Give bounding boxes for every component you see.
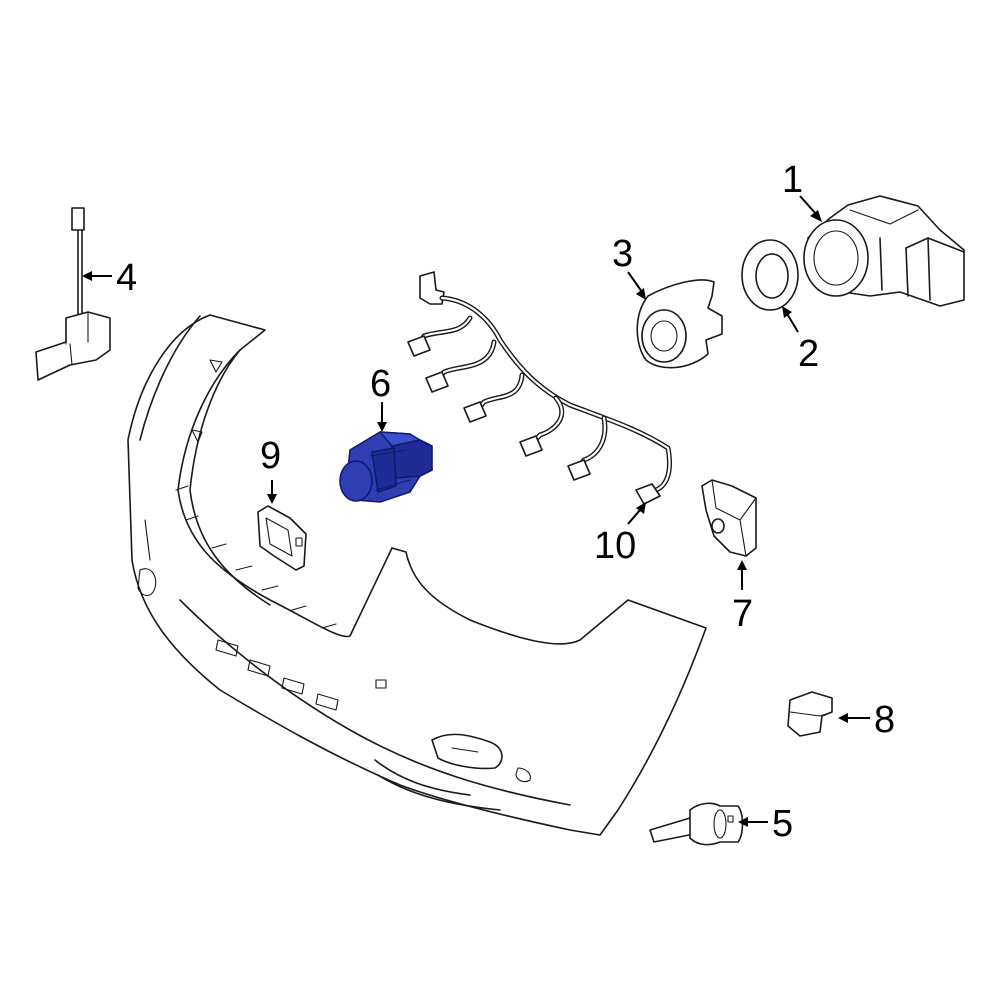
part-9-control-module[interactable] bbox=[257, 505, 307, 571]
callout-labels: 1 2 3 4 5 6 7 8 9 10 bbox=[116, 159, 895, 845]
part-6-parking-sensor-highlighted[interactable] bbox=[339, 431, 433, 503]
callout-arrows bbox=[82, 195, 870, 827]
part-1-parking-sensor[interactable] bbox=[803, 195, 965, 307]
callout-9: 9 bbox=[260, 435, 281, 477]
callout-4: 4 bbox=[116, 257, 137, 299]
callout-8: 8 bbox=[874, 699, 895, 741]
callout-10: 10 bbox=[594, 525, 636, 567]
part-5-sensor-probe[interactable] bbox=[649, 802, 744, 846]
part-7-sensor-mount[interactable] bbox=[701, 479, 757, 557]
callout-7: 7 bbox=[732, 593, 753, 635]
callout-1: 1 bbox=[782, 159, 803, 201]
callout-3: 3 bbox=[612, 233, 633, 275]
callout-2: 2 bbox=[798, 333, 819, 375]
bumper-cover bbox=[127, 314, 707, 836]
part-10-wiring-harness[interactable] bbox=[407, 271, 672, 505]
part-2-sensor-ring[interactable] bbox=[741, 239, 799, 311]
part-3-sensor-retainer[interactable] bbox=[636, 279, 723, 369]
callout-6: 6 bbox=[370, 363, 391, 405]
callout-5: 5 bbox=[772, 803, 793, 845]
part-8-clip[interactable] bbox=[787, 691, 833, 737]
part-4-sensor-bracket[interactable] bbox=[35, 207, 111, 381]
